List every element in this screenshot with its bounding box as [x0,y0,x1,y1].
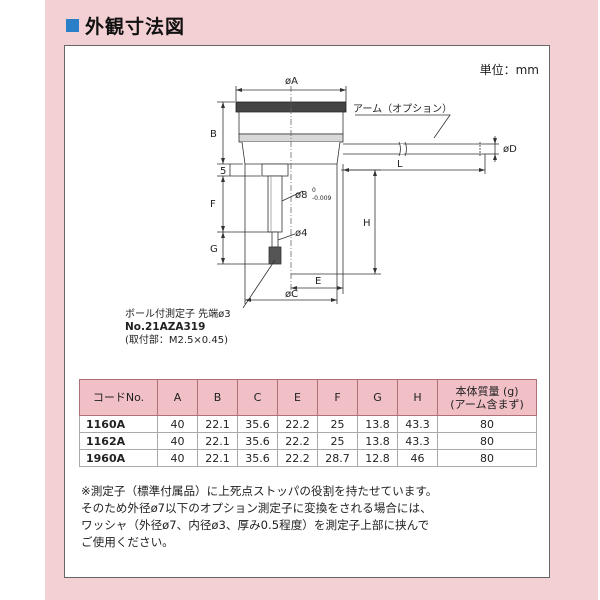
cell: 40 [157,449,198,467]
cell: 40 [157,415,198,433]
dim-a: øA [285,76,298,87]
col-header-a: A [157,379,198,416]
cell: 22.2 [277,449,318,467]
probe-note: ボール付測定子 先端ø3 No.21AZA319 (取付部：M2.5×0.45) [125,308,231,347]
cell: 13.8 [357,432,398,450]
dimension-drawing: øA B 5 F G ø8 0 -0.009 ø4 H L øD E øC アー… [210,76,517,308]
footnote-line: ※測定子（標準付属品）に上死点ストッパの役割を持たせています。 [81,484,438,498]
spindle [271,231,279,248]
dim-tip: ø4 [295,228,307,239]
arm-label: アーム（オプション） [353,103,452,115]
dim-b: B [210,129,217,140]
dim-f: F [210,199,216,210]
footnote-line: そのため外径ø7以下のオプション測定子に変換をされる場合には、 [81,501,432,515]
dim-e: E [315,276,321,287]
col-header-f: F [317,379,358,416]
contact-point [268,246,282,265]
footnote-line: ワッシャ（外径ø7、内径ø3、厚み0.5程度）を測定子上部に挟んで [81,518,430,532]
footnote-line: ご使用ください。 [81,535,174,549]
dim-h: H [363,218,371,229]
col-header-h: H [397,379,438,416]
cell: 25 [317,432,358,450]
cell: 28.7 [317,449,358,467]
cell: 40 [157,432,198,450]
cell: 25 [317,415,358,433]
gauge-neck [261,163,289,177]
weight-header-line1: 本体質量 (g) [455,384,519,398]
dim-stem-tol-lower: -0.009 [312,195,332,202]
col-header-e: E [277,379,318,416]
cell-code: 1160A [79,415,158,433]
cell: 80 [437,415,537,433]
section-title: 外観寸法図 [85,15,186,38]
dim-l: L [397,159,403,170]
probe-thread: (取付部：M2.5×0.45) [125,335,228,346]
dim-g: G [210,244,218,255]
spec-table: コードNo. A B C E F G H 本体質量 (g) (アーム含まず) 1… [79,379,537,467]
probe-code: No.21AZA319 [125,321,206,333]
cell: 22.2 [277,415,318,433]
table-row: 1960A 40 22.1 35.6 22.2 28.7 12.8 46 80 [79,449,537,467]
cell-code: 1960A [79,449,158,467]
section-heading: 外観寸法図 [66,12,185,38]
dim-5: 5 [220,166,226,177]
gauge-stem [267,175,283,233]
square-bullet-icon [66,18,79,32]
col-header-weight: 本体質量 (g) (アーム含まず) [437,379,537,416]
cell: 13.8 [357,415,398,433]
col-header-c: C [237,379,278,416]
cell: 22.2 [277,432,318,450]
cell: 22.1 [197,449,238,467]
weight-header-line2: (アーム含まず) [450,397,524,411]
drawing-frame: 単位：mm [64,45,550,578]
dim-c: øC [285,289,298,300]
cell: 22.1 [197,415,238,433]
cell: 43.3 [397,415,438,433]
footnote: ※測定子（標準付属品）に上死点ストッパの役割を持たせています。 そのため外径ø7… [81,483,541,551]
dim-stem-tol-upper: 0 [312,187,316,194]
table-row: 1162A 40 22.1 35.6 22.2 25 13.8 43.3 80 [79,432,537,450]
cell: 22.1 [197,432,238,450]
col-header-g: G [357,379,398,416]
cell: 35.6 [237,432,278,450]
cell: 35.6 [237,415,278,433]
unit-label: 単位：mm [479,63,539,77]
dim-stem: ø8 [295,190,307,201]
cell: 46 [397,449,438,467]
table-row: 1160A 40 22.1 35.6 22.2 25 13.8 43.3 80 [79,415,537,433]
probe-label: ボール付測定子 先端ø3 [125,309,231,320]
cell-code: 1162A [79,432,158,450]
col-header-code: コードNo. [79,379,158,416]
cell: 80 [437,432,537,450]
cell: 43.3 [397,432,438,450]
col-header-b: B [197,379,238,416]
table-header-row: コードNo. A B C E F G H 本体質量 (g) (アーム含まず) [79,379,537,416]
cell: 35.6 [237,449,278,467]
cell: 80 [437,449,537,467]
dim-d: øD [503,144,517,155]
cell: 12.8 [357,449,398,467]
